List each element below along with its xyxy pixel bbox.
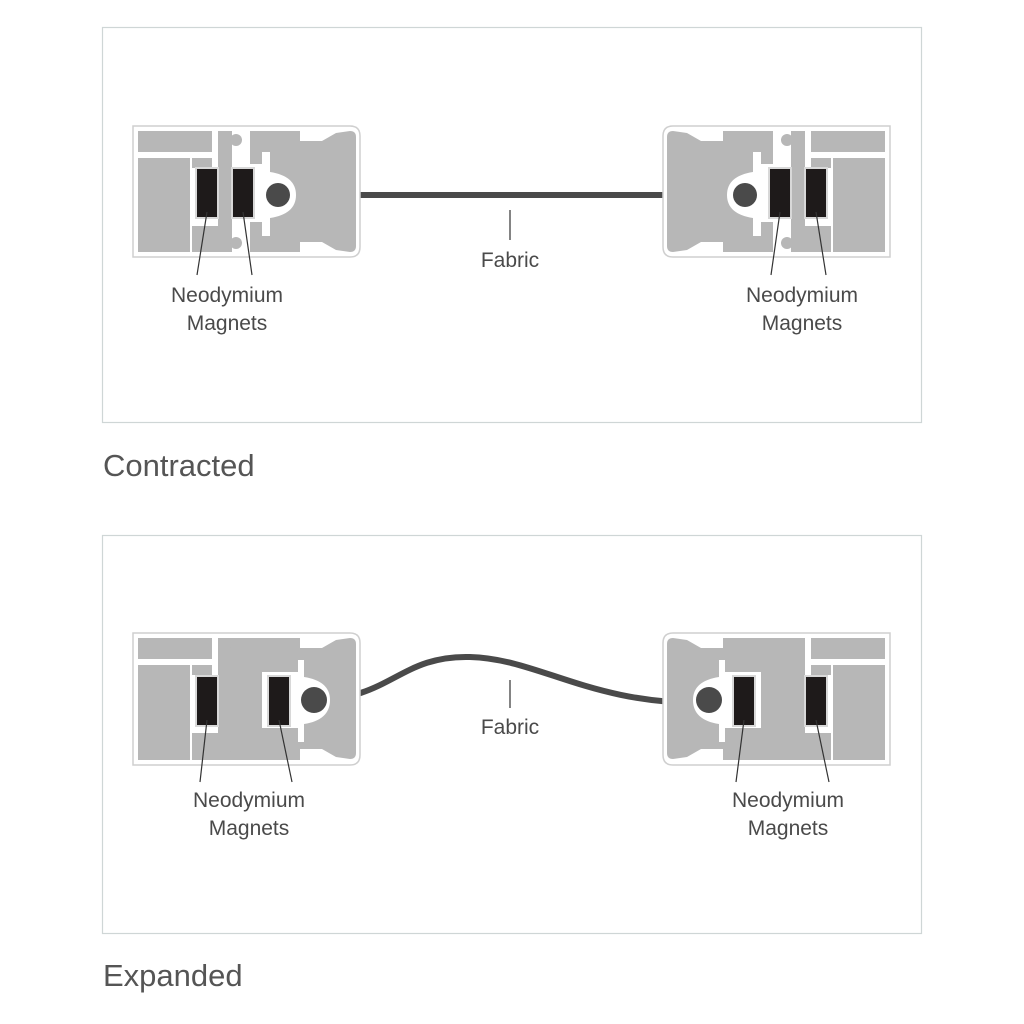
magnets-label-right-line1: Neodymium [732,789,844,812]
left-profile [132,632,361,766]
magnets-label-left-line2: Magnets [209,817,290,840]
magnets-label-right-line2: Magnets [762,312,843,335]
magnets-label-right-line1: Neodymium [746,284,858,307]
magnets-label-right-line2: Magnets [748,817,829,840]
contracted-caption: Contracted [103,448,255,483]
magnets-label-left-line1: Neodymium [193,789,305,812]
fabric-label: Fabric [481,716,539,739]
magnets-label-left-line1: Neodymium [171,284,283,307]
fabric-label: Fabric [481,249,539,272]
contracted-panel: Fabric Neodymium Magnets Neodymium Magne… [101,26,923,424]
right-profile [662,632,891,766]
magnets-label-left-line2: Magnets [187,312,268,335]
expanded-caption: Expanded [103,958,243,993]
expanded-panel: Fabric Neodymium Magnets Neodymium Magne… [101,534,923,935]
fabric [313,653,710,707]
